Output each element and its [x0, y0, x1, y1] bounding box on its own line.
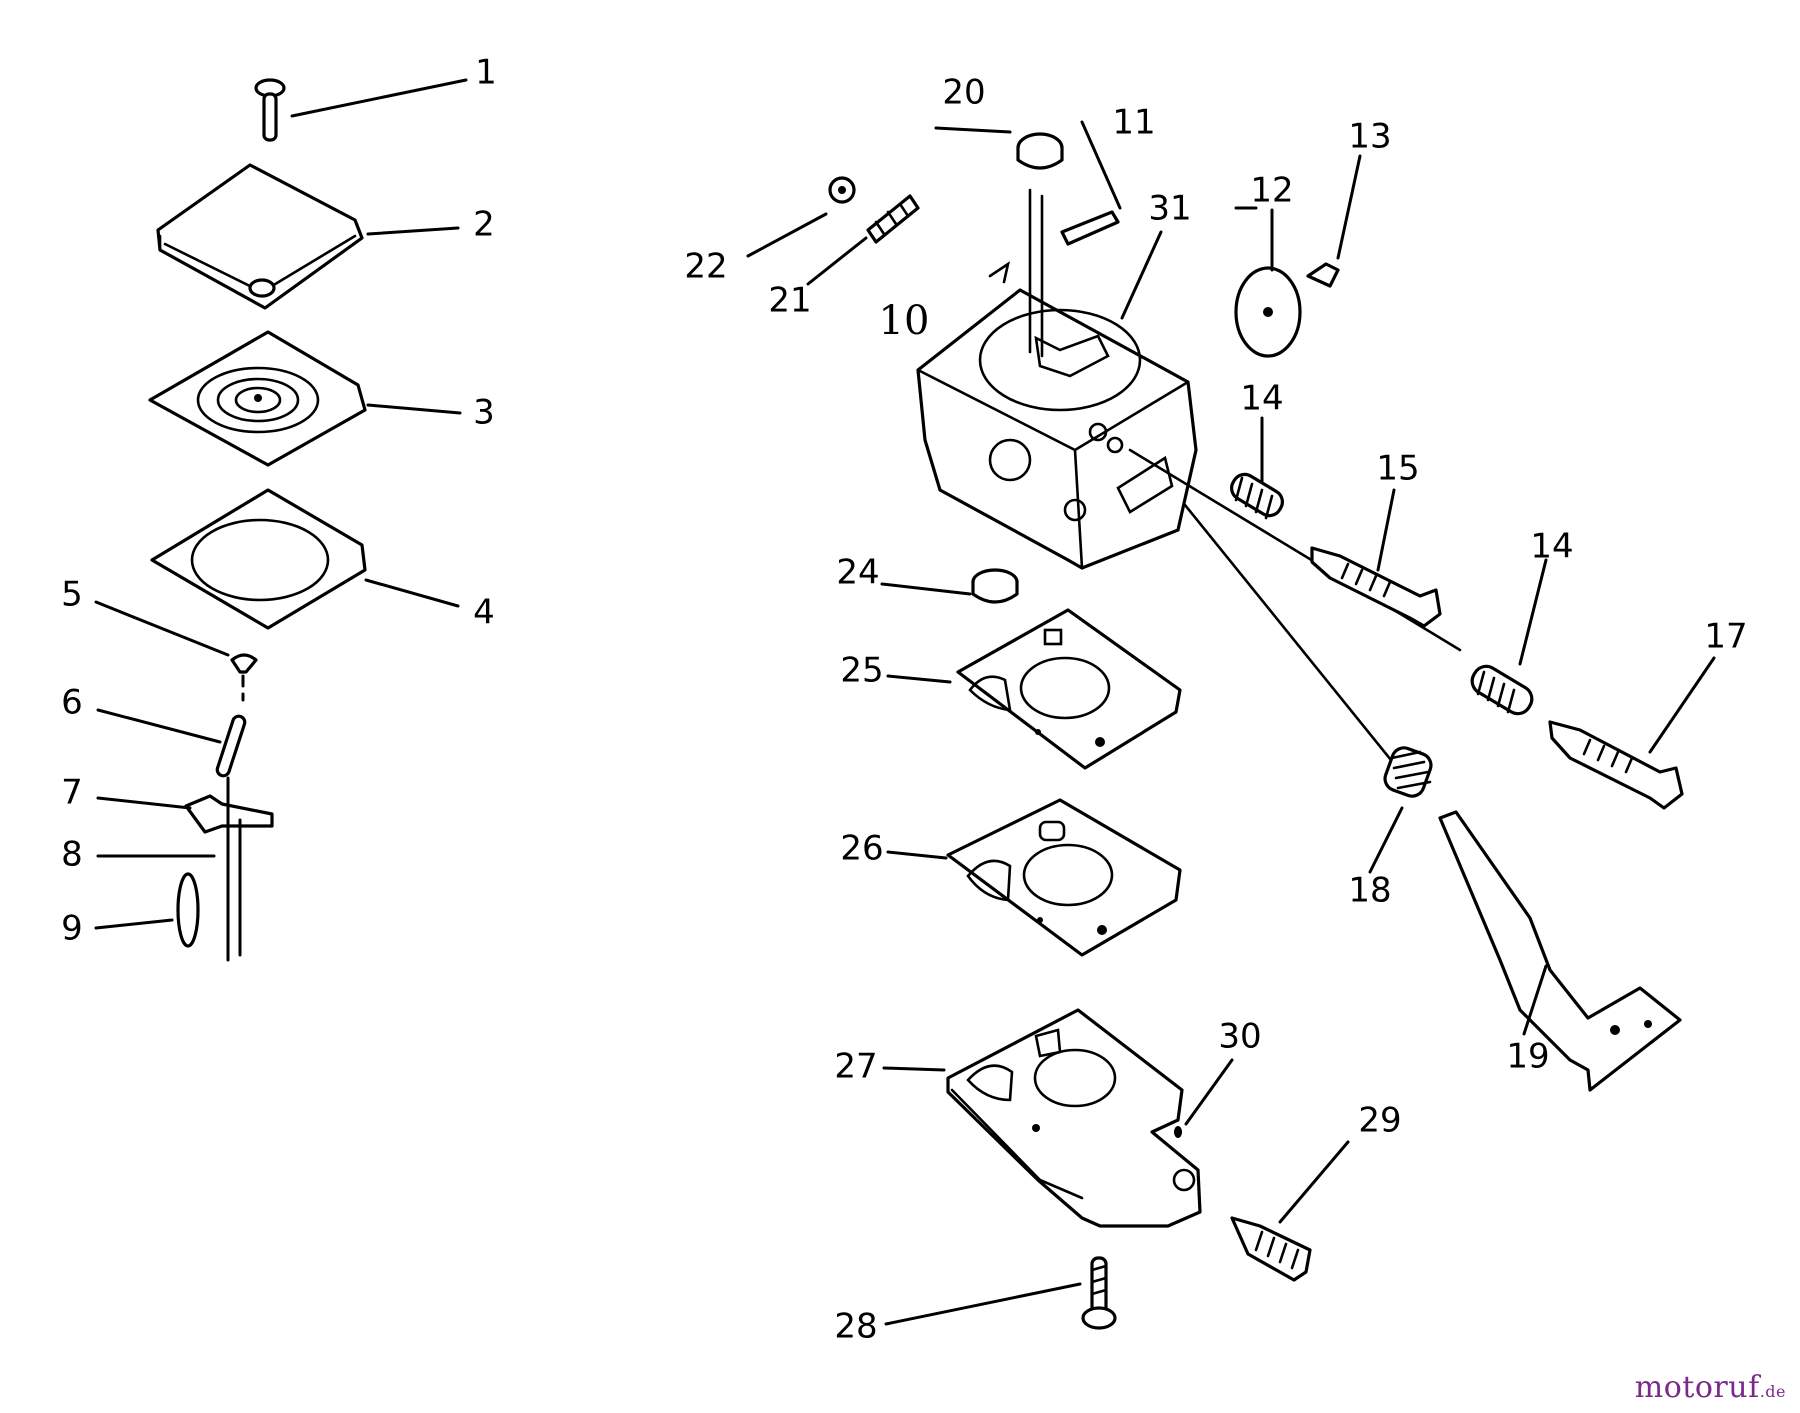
callout-20: 20: [942, 73, 985, 113]
callout-14-lower: 14: [1530, 527, 1573, 567]
callout-21: 21: [768, 281, 811, 321]
part-4-gasket: [150, 488, 367, 630]
callout-17: 17: [1704, 617, 1747, 657]
callout-24: 24: [836, 553, 879, 593]
part-20-plug: [1016, 132, 1064, 170]
watermark-name: motoruf: [1634, 1370, 1760, 1405]
part-14-spring-upper: [1230, 472, 1284, 520]
part-19-lever: [1438, 810, 1682, 1092]
part-25-gasket: [956, 608, 1182, 770]
callout-31: 31: [1148, 189, 1191, 229]
part-30-pin: [1174, 1126, 1182, 1138]
part-18-spring: [1383, 746, 1433, 798]
callout-29: 29: [1358, 1101, 1401, 1141]
callout-2: 2: [473, 205, 495, 245]
callout-25: 25: [840, 651, 883, 691]
part-26-gasket: [946, 798, 1182, 957]
callout-3: 3: [473, 393, 495, 433]
callout-12: 12: [1250, 171, 1293, 211]
part-3-diaphragm: [148, 330, 367, 467]
part-1-screw: [254, 78, 286, 142]
part-22-nut: [828, 176, 856, 204]
callout-27: 27: [834, 1047, 877, 1087]
part-29-idle-screw: [1230, 1216, 1312, 1282]
callout-7: 7: [61, 773, 83, 813]
callout-22: 22: [684, 247, 727, 287]
callout-11: 11: [1112, 103, 1155, 143]
part-24-plug: [971, 568, 1019, 604]
adjust-screw-axis-lower: [1183, 503, 1397, 767]
part-12-throttle-plate: [1234, 266, 1302, 358]
part-11-pin: [1060, 210, 1120, 246]
callout-26: 26: [840, 829, 883, 869]
callout-5: 5: [61, 575, 83, 615]
callout-15: 15: [1376, 449, 1419, 489]
part-14-spring-lower: [1470, 664, 1534, 716]
part-13-screw: [1306, 262, 1340, 288]
part-15-mixture-screw: [1310, 546, 1442, 628]
callout-labels: 1 2 3 4 5 6 7 8 9 10 11 12 13 14 14 15 1…: [61, 53, 1747, 1347]
callout-1: 1: [475, 53, 497, 93]
callout-14-upper: 14: [1240, 379, 1283, 419]
callout-28: 28: [834, 1307, 877, 1347]
callout-13: 13: [1348, 117, 1391, 157]
part-31-carburetor-body: [916, 188, 1198, 570]
callout-10: 10: [879, 298, 930, 344]
callout-4: 4: [473, 593, 495, 633]
callout-30: 30: [1218, 1017, 1261, 1057]
part-27-pump-body: [946, 1008, 1202, 1228]
part-21-screen: [866, 194, 920, 244]
callout-6: 6: [61, 683, 83, 723]
watermark-logo: motoruf.de: [1635, 1370, 1786, 1405]
part-17-mixture-screw: [1548, 720, 1684, 810]
callout-8: 8: [61, 835, 83, 875]
parts-5-to-9-valve-assembly: [176, 653, 274, 962]
callout-19: 19: [1506, 1037, 1549, 1077]
watermark-suffix: .de: [1759, 1382, 1786, 1401]
callout-9: 9: [61, 909, 83, 949]
part-2-pump-cover: [156, 163, 364, 310]
leader-lines: [94, 78, 1716, 1326]
callout-18: 18: [1348, 871, 1391, 911]
part-28-screw: [1081, 1256, 1117, 1330]
